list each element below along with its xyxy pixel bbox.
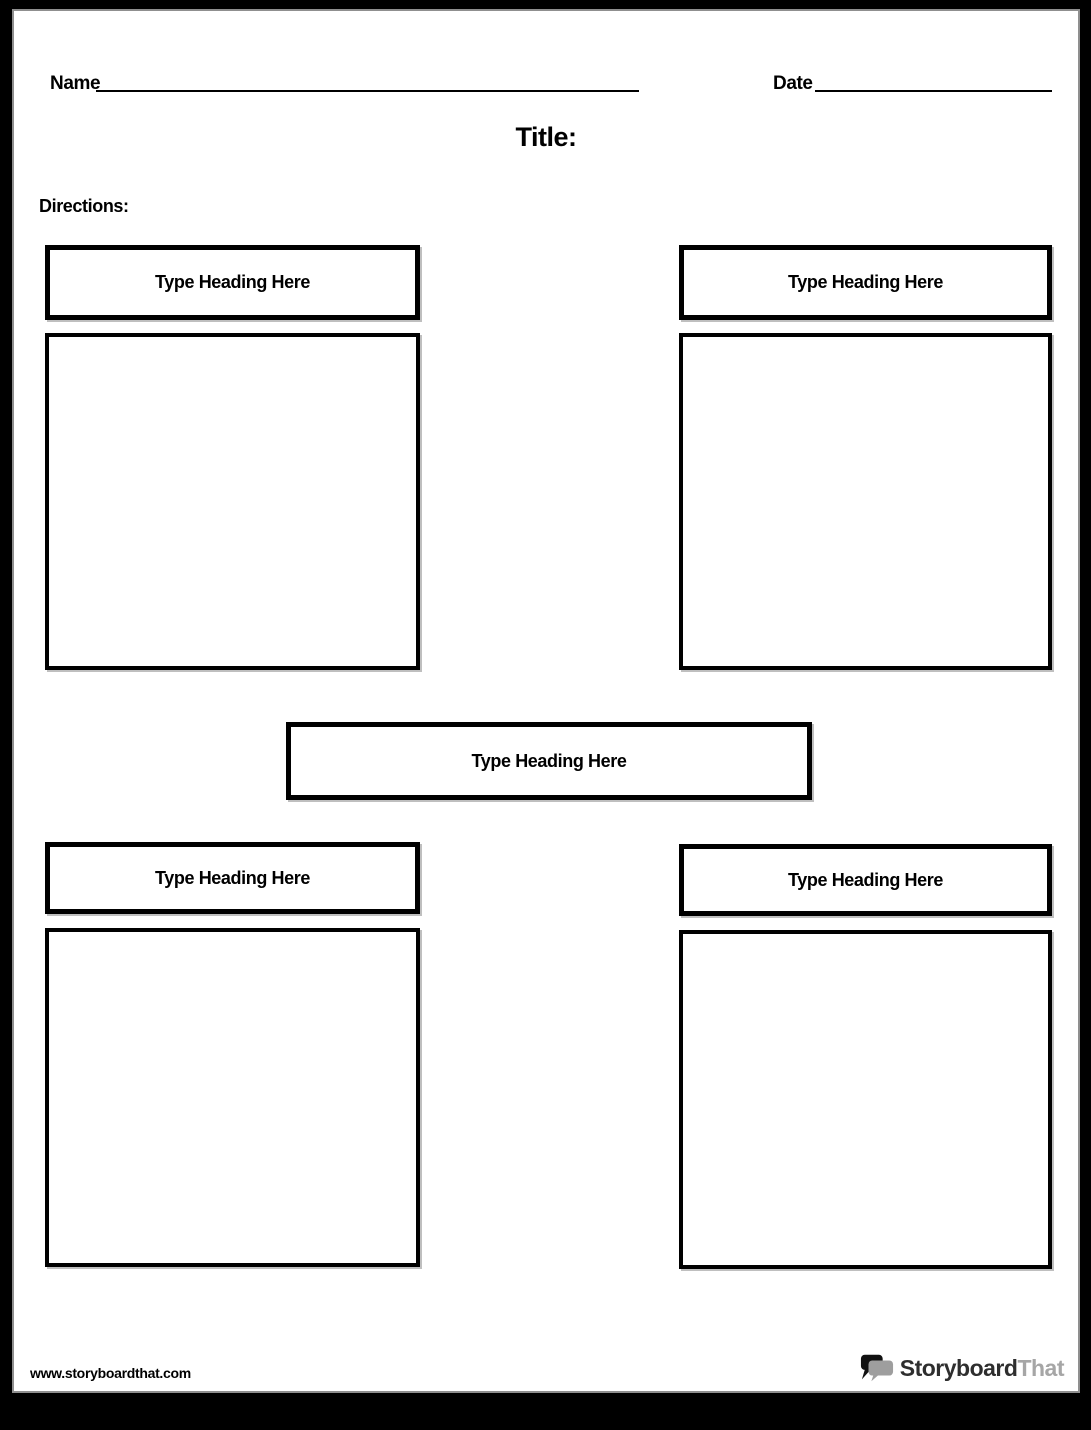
heading-text-bottom-right: Type Heading Here: [788, 869, 943, 890]
page-title: Title:: [515, 122, 577, 152]
heading-box-top-right[interactable]: Type Heading Here: [679, 245, 1052, 320]
heading-box-bottom-right[interactable]: Type Heading Here: [679, 844, 1052, 916]
name-fill-line: [96, 90, 639, 92]
heading-text-top-left: Type Heading Here: [155, 272, 310, 292]
speech-bubbles-icon: [860, 1353, 894, 1383]
heading-text-middle: Type Heading Here: [471, 750, 627, 771]
heading-text-top-right: Type Heading Here: [788, 272, 943, 292]
content-box-bottom-left[interactable]: [45, 928, 420, 1267]
heading-box-top-left[interactable]: Type Heading Here: [45, 245, 420, 320]
storyboardthat-logo: StoryboardThat: [860, 1353, 1064, 1383]
directions-label: Directions:: [39, 196, 129, 216]
heading-box-bottom-left[interactable]: Type Heading Here: [45, 842, 420, 914]
date-label: Date: [773, 73, 813, 94]
heading-box-middle[interactable]: Type Heading Here: [286, 722, 812, 800]
content-box-bottom-right[interactable]: [679, 930, 1052, 1269]
date-fill-line: [815, 90, 1052, 92]
footer-website-url: www.storyboardthat.com: [30, 1365, 191, 1381]
heading-text-bottom-left: Type Heading Here: [155, 867, 310, 888]
name-label: Name: [50, 73, 101, 94]
logo-wordmark-primary: Storyboard: [899, 1354, 1018, 1381]
content-box-top-left[interactable]: [45, 333, 420, 670]
logo-wordmark: StoryboardThat: [899, 1354, 1065, 1382]
logo-wordmark-secondary: That: [1017, 1354, 1064, 1381]
content-box-top-right[interactable]: [679, 333, 1052, 670]
worksheet-page: Name Date Title: Directions: Type Headin…: [12, 9, 1080, 1393]
